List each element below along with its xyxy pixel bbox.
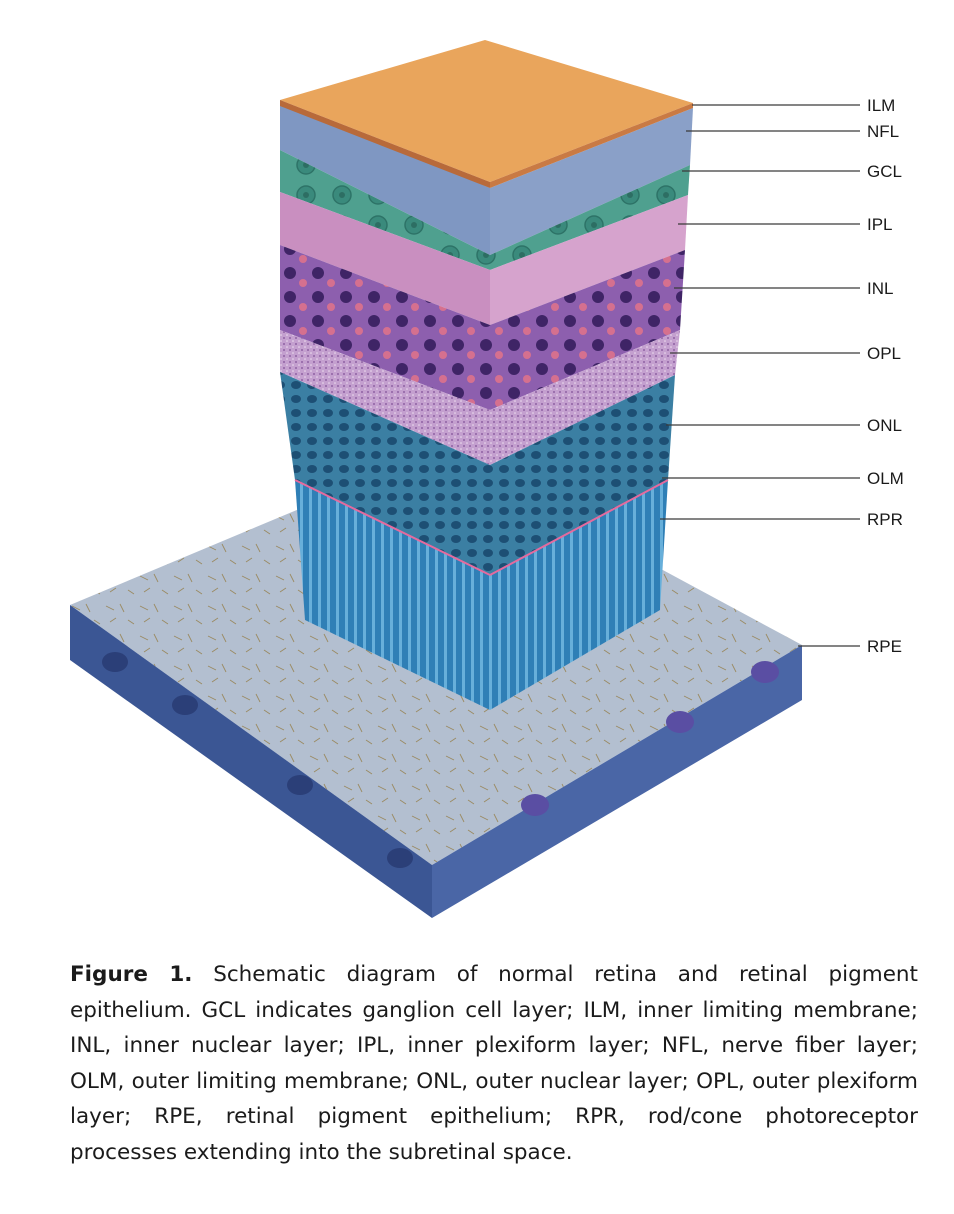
label-rpr: RPR (867, 510, 903, 529)
label-inl: INL (867, 279, 893, 298)
retina-layer-diagram: ILM NFL GCL IPL INL OPL ONL OLM RPR RPE (70, 40, 904, 918)
label-olm: OLM (867, 469, 904, 488)
caption-text: Schematic diagram of normal retina and r… (70, 962, 918, 1165)
label-ilm: ILM (867, 96, 895, 115)
label-rpe: RPE (867, 637, 902, 656)
label-opl: OPL (867, 344, 901, 363)
column-left-face (280, 100, 491, 710)
label-onl: ONL (867, 416, 902, 435)
column-right-face (489, 108, 693, 710)
label-ipl: IPL (867, 215, 893, 234)
figure-label: Figure 1. (70, 962, 193, 987)
figure-caption: Figure 1. Schematic diagram of normal re… (70, 957, 918, 1170)
label-nfl: NFL (867, 122, 899, 141)
column-top-ilm (280, 40, 693, 188)
layer-labels: ILM NFL GCL IPL INL OPL ONL OLM RPR RPE (867, 96, 904, 656)
leader-lines (660, 104, 860, 647)
label-gcl: GCL (867, 162, 902, 181)
